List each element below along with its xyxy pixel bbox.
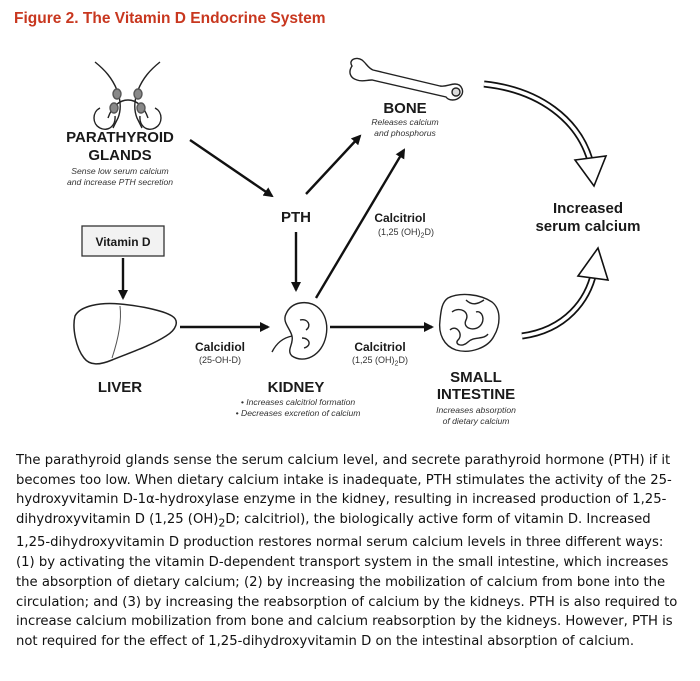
bone-title: BONE xyxy=(383,100,426,117)
arrow-pth-to-bone xyxy=(305,134,362,195)
arrow-kidney-to-bone xyxy=(314,148,406,299)
parathyroid-note-line1: Sense low serum calcium xyxy=(71,166,168,176)
parathyroid-illustration xyxy=(93,61,162,130)
bone-note-line1: Releases calcium xyxy=(371,117,438,127)
kidney-note-line1: • Increases calcitriol formation xyxy=(241,397,356,407)
result-title-line2: serum calcium xyxy=(535,218,640,235)
figure-caption: The parathyroid glands sense the serum c… xyxy=(16,451,686,652)
kidney-note-line2: • Decreases excretion of calcium xyxy=(236,408,361,418)
calcitriol-bone-label: Calcitriol xyxy=(374,211,425,225)
intestine-note-line1: Increases absorption xyxy=(436,405,516,415)
vitamin-d-label: Vitamin D xyxy=(95,235,150,249)
caption-subscript: 2 xyxy=(218,516,226,530)
calcidiol-formula: (25-OH-D) xyxy=(199,355,241,365)
bone-note-line2: and phosphorus xyxy=(374,128,436,138)
liver-illustration xyxy=(73,302,177,365)
kidney-illustration xyxy=(271,302,328,360)
vitamin-d-box xyxy=(81,225,165,257)
calcidiol-label: Calcidiol xyxy=(195,340,245,354)
parathyroid-title-line2: GLANDS xyxy=(88,147,151,164)
vitamin-d-diagram: PARATHYROID GLANDS Sense low serum calci… xyxy=(66,57,641,426)
pth-label: PTH xyxy=(281,209,311,226)
result-title-line1: Increased xyxy=(553,200,623,217)
kidney-title: KIDNEY xyxy=(268,379,325,396)
calcitriol-bone-formula: (1,25 (OH)2D) xyxy=(378,227,434,240)
curved-arrow-bone-to-result xyxy=(483,80,608,188)
small-intestine-illustration xyxy=(438,293,500,352)
caption-part1: The parathyroid glands sense the serum c… xyxy=(16,453,672,528)
calcitriol-intestine-label: Calcitriol xyxy=(354,340,405,354)
intestine-title-line2: INTESTINE xyxy=(437,386,515,403)
figure-title: Figure 2. The Vitamin D Endocrine System xyxy=(14,10,326,27)
parathyroid-title-line1: PARATHYROID xyxy=(66,129,174,146)
liver-title: LIVER xyxy=(98,379,142,396)
calcitriol-intestine-formula: (1,25 (OH)2D) xyxy=(352,355,408,368)
caption-part2: D; calcitriol), the biologically active … xyxy=(16,512,678,649)
bone-illustration xyxy=(349,57,464,101)
arrow-parathyroid-to-pth xyxy=(189,139,274,198)
intestine-title-line1: SMALL xyxy=(450,369,502,386)
curved-arrow-intestine-to-result xyxy=(521,246,610,340)
parathyroid-note-line2: and increase PTH secretion xyxy=(67,177,173,187)
intestine-note-line2: of dietary calcium xyxy=(443,416,510,426)
